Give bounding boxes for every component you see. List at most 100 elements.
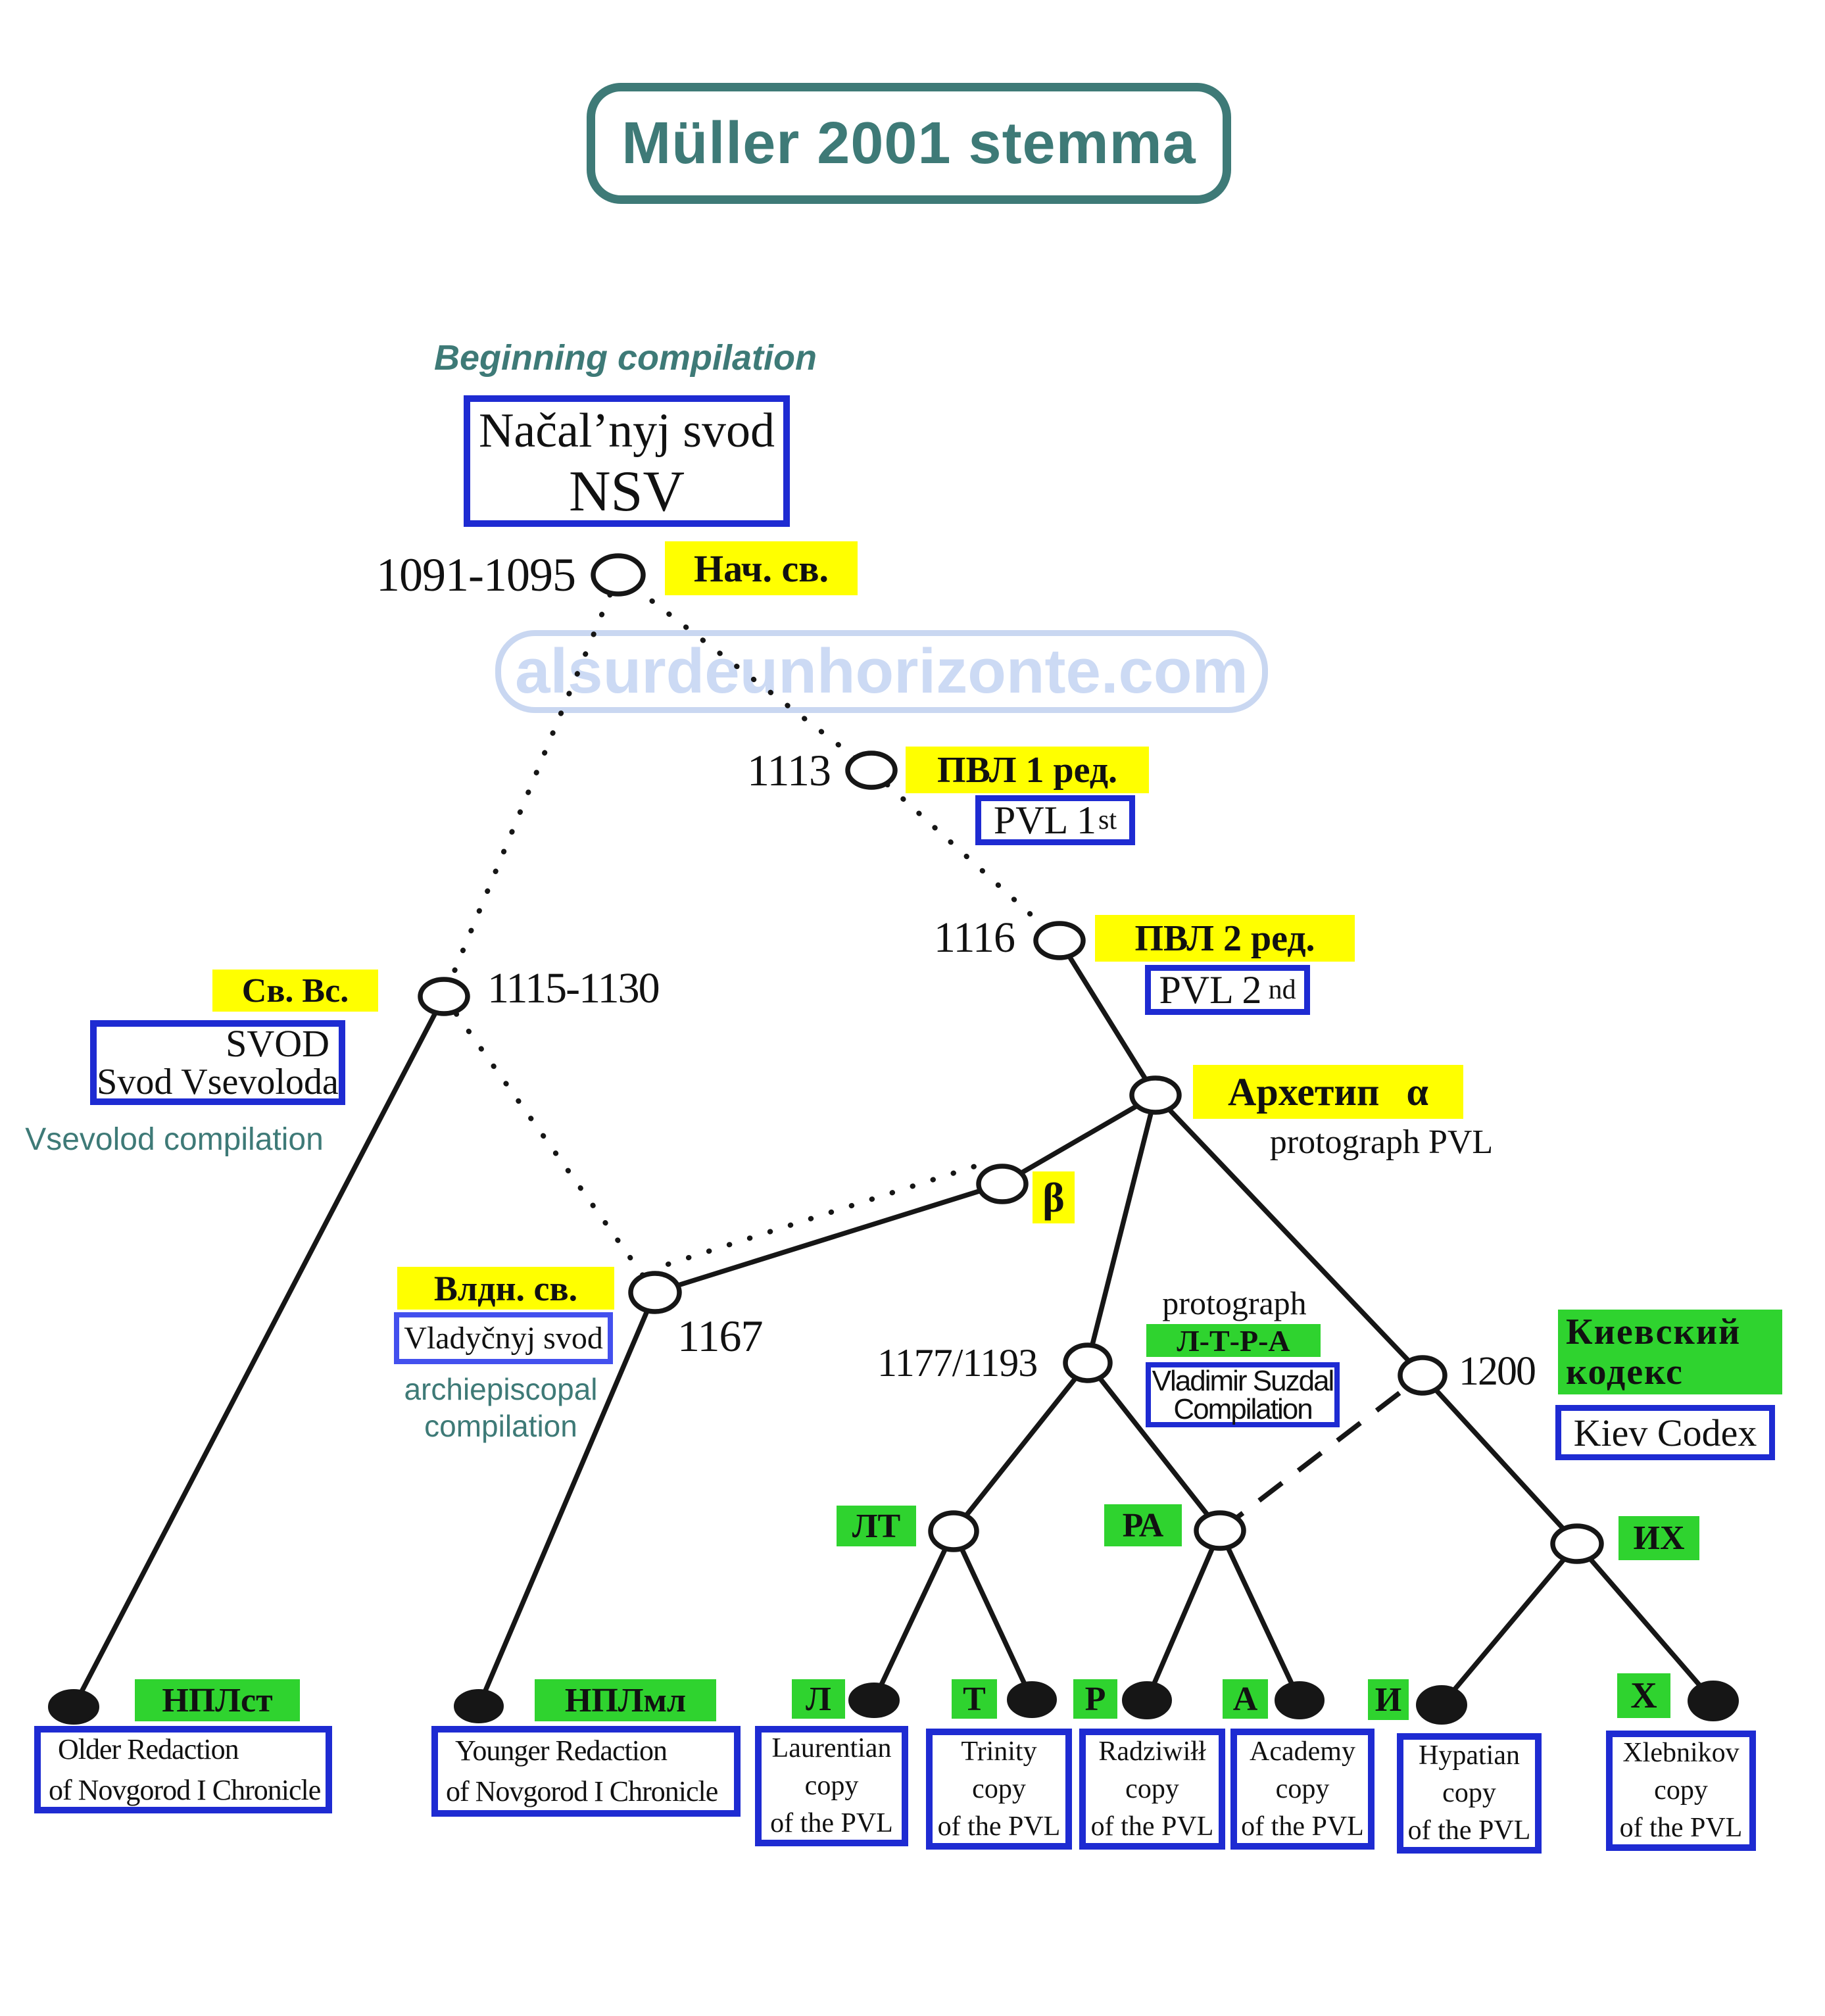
kiev-codex-text: Kiev Codex [1573, 1411, 1757, 1454]
radziwill-copy-box: Radziwiłł copy of the PVL [1079, 1729, 1225, 1850]
node-sv-vs [418, 977, 470, 1016]
watermark: alsurdeunhorizonte.com [495, 630, 1268, 713]
edge-alpha-1177 [1085, 1094, 1158, 1364]
arkhetip-alpha-label: Архетип α [1193, 1065, 1463, 1119]
node-1177 [1063, 1342, 1113, 1383]
a-label: А [1223, 1679, 1268, 1719]
edge-ix-i [1440, 1542, 1579, 1707]
older-line1: Older Redaction [58, 1733, 239, 1765]
lt-label: ЛТ [837, 1506, 916, 1546]
nsv-box: Načal’nyj svod NSV [464, 395, 790, 527]
edge-ra-1200 [1218, 1373, 1424, 1533]
radziwill-line2: copy [1125, 1773, 1179, 1804]
trinity-line3: of the PVL [937, 1811, 1061, 1842]
svod-line1: SVOD [226, 1021, 329, 1065]
edge-1200-ix [1421, 1373, 1579, 1546]
pvl-1st-main: PVL 1 [993, 798, 1097, 842]
nach-sv-label: Нач. св. [665, 541, 858, 595]
edge-1113-1116 [869, 768, 1062, 943]
pvl-2nd-suffix: nd [1268, 975, 1296, 1005]
node-alpha [1129, 1075, 1182, 1115]
leaf-x [1688, 1681, 1739, 1721]
edge-ix-x [1575, 1542, 1715, 1703]
title-box: Müller 2001 stemma [587, 83, 1231, 204]
svod-line2: Svod Vsevoloda [97, 1061, 339, 1102]
edge-1091-1113 [616, 572, 874, 773]
pvl-1st-suffix: st [1098, 805, 1117, 835]
x-label: Х [1617, 1673, 1670, 1718]
kievsky-line1: Киевский [1566, 1311, 1741, 1352]
laurentian-line2: copy [804, 1771, 859, 1801]
leaf-t [1007, 1681, 1057, 1718]
edge-1167-beta-dotted [666, 1158, 994, 1267]
page-title: Müller 2001 stemma [621, 110, 1196, 176]
year-1113: 1113 [747, 745, 831, 795]
ix-label: ИХ [1618, 1516, 1699, 1560]
edge-alpha-1200 [1154, 1093, 1424, 1377]
node-1200 [1398, 1355, 1448, 1396]
vladimir-suzdal-box: Vladimir Suzdal Compilation [1146, 1362, 1340, 1427]
edge-lt-t [951, 1530, 1034, 1701]
radziwill-line3: of the PVL [1090, 1811, 1214, 1842]
edge-1177-lt [952, 1361, 1090, 1533]
pvl-1st-box: PVL 1 st [975, 795, 1135, 845]
edge-ra-a [1217, 1529, 1302, 1702]
younger-line1: Younger Redaction [455, 1734, 668, 1767]
nsv-line2: NSV [568, 460, 685, 524]
ltra-label: Л-Т-Р-А [1146, 1324, 1321, 1358]
edge-svvs-nplst [71, 995, 447, 1708]
year-1167: 1167 [677, 1311, 763, 1361]
leaf-l [848, 1683, 900, 1718]
node-1113 [845, 750, 898, 790]
kievsky-line2: кодекс [1566, 1351, 1684, 1392]
radziwill-line1: Radziwiłł [1098, 1736, 1206, 1767]
pvl-2nd-box: PVL 2 nd [1145, 965, 1310, 1015]
hypatian-line1: Hypatian [1419, 1740, 1520, 1771]
archiepiscopal-compilation-note: archiepiscopal compilation [402, 1371, 600, 1444]
year-1200: 1200 [1459, 1349, 1536, 1394]
npl-st-label: НПЛст [135, 1679, 300, 1721]
leaf-i [1416, 1685, 1467, 1725]
edge-1167-nplml [476, 1291, 658, 1708]
laurentian-line3: of the PVL [770, 1808, 893, 1838]
archiepiscopal-line1: archiepiscopal [404, 1372, 598, 1406]
beginning-compilation-note: Beginning compilation [434, 338, 817, 378]
vladychnyj-svod-box: Vladyčnyj svod [394, 1312, 613, 1364]
nsv-line1: Načal’nyj svod [478, 404, 775, 458]
node-beta [976, 1164, 1029, 1204]
vsevolod-compilation-note: Vsevolod compilation [25, 1122, 324, 1157]
pvl-1-red-label: ПВЛ 1 ред. [906, 747, 1149, 793]
year-1115-1130: 1115-1130 [487, 964, 660, 1012]
edge-1177-ra [1086, 1361, 1222, 1533]
node-1091 [591, 553, 646, 597]
node-1116 [1033, 921, 1086, 960]
edge-lt-l [871, 1530, 956, 1702]
vldn-sv-label: Влдн. св. [397, 1267, 614, 1310]
archiepiscopal-line2: compilation [424, 1409, 577, 1443]
protograph-pvl-note: protograph PVL [1269, 1123, 1494, 1161]
vladychnyj-svod-text: Vladyčnyj svod [404, 1321, 603, 1356]
leaf-npl-st [48, 1689, 99, 1725]
edge-1091-svvs [441, 572, 621, 999]
protograph-note: protograph [1162, 1285, 1307, 1321]
leaf-a [1275, 1681, 1325, 1719]
younger-line2: of Novgorod I Chronicle [446, 1775, 718, 1807]
academy-line3: of the PVL [1241, 1811, 1364, 1842]
year-1116: 1116 [933, 914, 1015, 962]
older-line2: of Novgorod I Chronicle [49, 1773, 321, 1806]
year-1177-1193: 1177/1193 [877, 1341, 1038, 1385]
i-label: И [1368, 1679, 1409, 1720]
beta-label: β [1033, 1171, 1075, 1223]
edge-beta-alpha [1001, 1093, 1157, 1187]
npl-ml-label: НПЛмл [535, 1679, 716, 1721]
svod-box: SVOD Svod Vsevoloda [90, 1020, 345, 1105]
leaf-npl-ml [454, 1689, 504, 1723]
younger-redaction-box: Younger Redaction of Novgorod I Chronicl… [431, 1726, 741, 1817]
kiev-codex-box: Kiev Codex [1555, 1405, 1775, 1460]
pvl-2-red-label: ПВЛ 2 ред. [1095, 915, 1355, 962]
vladimir-suzdal-line1: Vladimir Suzdal [1152, 1364, 1335, 1397]
year-1091-1095: 1091-1095 [376, 549, 576, 601]
academy-line1: Academy [1250, 1736, 1355, 1767]
laurentian-copy-box: Laurentian copy of the PVL [755, 1726, 908, 1846]
node-ix [1550, 1523, 1604, 1564]
